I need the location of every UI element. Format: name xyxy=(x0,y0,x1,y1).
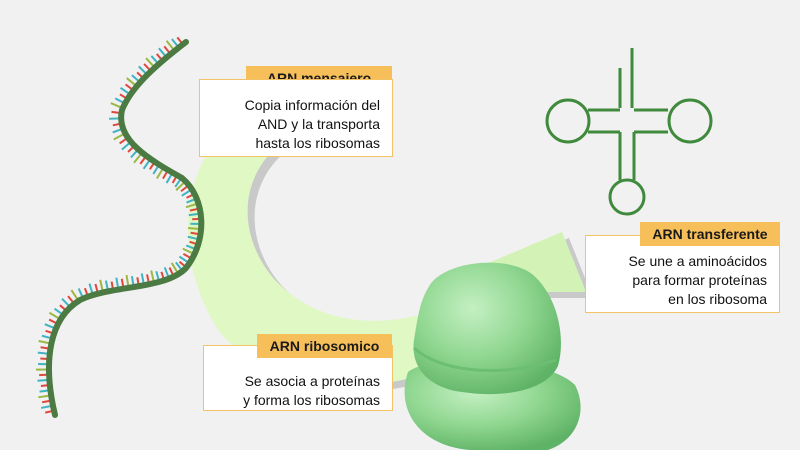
label-arn-transferente: ARN transferente xyxy=(640,222,780,246)
trna-cloverleaf-icon xyxy=(545,48,713,216)
label-arn-ribosomico: ARN ribosomico xyxy=(257,334,392,358)
description-line: hasta los ribosomas xyxy=(255,135,380,151)
description-line: en los ribosoma xyxy=(668,291,767,307)
description-line: Se une a aminoácidos xyxy=(628,253,767,269)
ribosome-icon xyxy=(404,262,581,450)
description-arn-transferente: Se une a aminoácidos para formar proteín… xyxy=(585,235,780,313)
description-arn-mensajero: Copia información del AND y la transport… xyxy=(199,79,393,157)
description-line: Copia información del xyxy=(244,97,380,113)
mrna-strand-icon xyxy=(35,36,205,418)
description-line: para formar proteínas xyxy=(632,272,767,288)
description-line: Se asocia a proteínas xyxy=(244,373,380,389)
description-line: y forma los ribosomas xyxy=(243,392,380,408)
description-line: AND y la transporta xyxy=(257,116,380,132)
